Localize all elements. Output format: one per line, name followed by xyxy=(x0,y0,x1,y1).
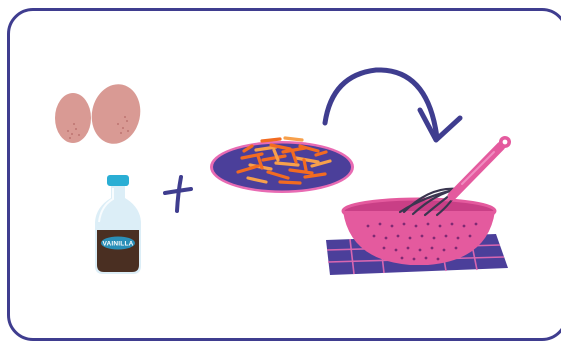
eggs-icon xyxy=(55,80,146,149)
vanilla-label-text: VAINILLA xyxy=(102,241,133,248)
recipe-illustration: VAINILLA xyxy=(0,0,561,333)
grated-carrot-plate-icon xyxy=(210,138,354,193)
curved-arrow-icon xyxy=(325,70,460,140)
vanilla-bottle-icon: VAINILLA xyxy=(95,175,141,274)
plus-icon xyxy=(165,177,191,211)
